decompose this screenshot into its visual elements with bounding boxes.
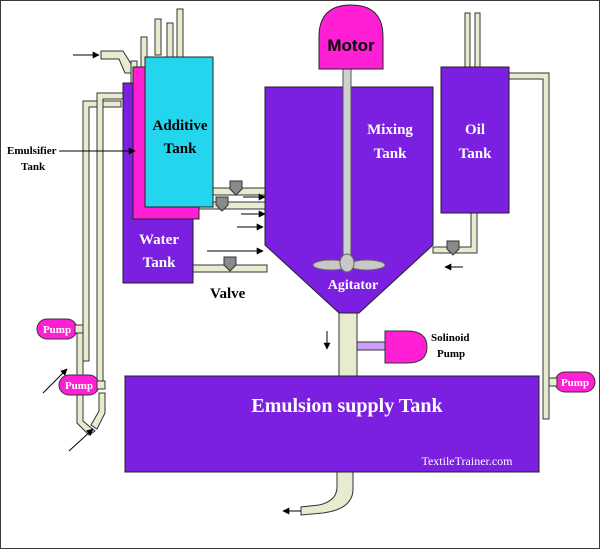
motor-label: Motor — [327, 36, 375, 55]
solenoid-pump — [356, 330, 428, 364]
mixing-tank-label-1: Mixing — [367, 122, 413, 138]
supply-tank-label: Emulsion supply Tank — [251, 395, 443, 417]
supply-drain-pipe — [300, 470, 354, 516]
water-tank-label-2: Tank — [143, 255, 176, 271]
valves — [215, 180, 460, 272]
valve-oil — [446, 240, 460, 256]
valve-label: Valve — [210, 286, 246, 302]
oil-tank-label-1: Oil — [465, 122, 485, 138]
pump-label-left-lower: Pump — [65, 380, 93, 392]
oil-top-stack-2 — [474, 12, 481, 70]
agitator-shaft — [342, 66, 352, 264]
mixer-outlet-pipe — [338, 312, 358, 378]
valve-additive — [229, 180, 243, 196]
pump-label-left-upper: Pump — [43, 324, 71, 336]
flow-arrows — [42, 51, 463, 515]
valve-emulsifier — [215, 196, 229, 212]
oil-tank-label-2: Tank — [459, 146, 492, 162]
arrow-lower-left-2 — [68, 428, 94, 452]
mixing-tank-label-2: Tank — [374, 146, 407, 162]
pipework — [76, 8, 550, 516]
left-pipe-inner — [96, 92, 126, 382]
watermark: TextileTrainer.com — [421, 454, 513, 468]
pump-left-upper — [36, 318, 84, 340]
emulsion-supply-tank — [124, 375, 540, 473]
pump-right — [548, 371, 596, 393]
oil-tank — [440, 66, 510, 214]
additive-tank — [144, 56, 214, 208]
motor — [318, 4, 384, 70]
solenoid-label-2: Pump — [437, 348, 465, 360]
left-pipe-bottom — [90, 392, 106, 430]
valve-water — [223, 256, 237, 272]
additive-top-stack-2 — [166, 22, 174, 58]
emulsifier-label-2: Tank — [21, 161, 46, 173]
additive-tank-label-2: Tank — [164, 141, 197, 157]
solenoid-label-1: Solinoid — [431, 332, 470, 344]
agitator-label: Agitator — [328, 278, 379, 293]
additive-top-stack-3 — [176, 8, 184, 60]
emulsifier-label-1: Emulsifier — [7, 145, 57, 157]
additive-top-stack-1 — [154, 18, 162, 56]
arrow-lower-left-1 — [42, 368, 68, 394]
oil-right-pipe — [508, 72, 550, 420]
agitator-blades — [312, 253, 386, 273]
water-tank-label-1: Water — [139, 232, 179, 248]
inlet-pipe-top — [100, 50, 134, 74]
additive-tank-label-1: Additive — [152, 118, 207, 134]
pump-left-lower — [58, 374, 106, 396]
oil-top-stack-1 — [464, 12, 471, 70]
pump-label-right: Pump — [561, 377, 589, 389]
